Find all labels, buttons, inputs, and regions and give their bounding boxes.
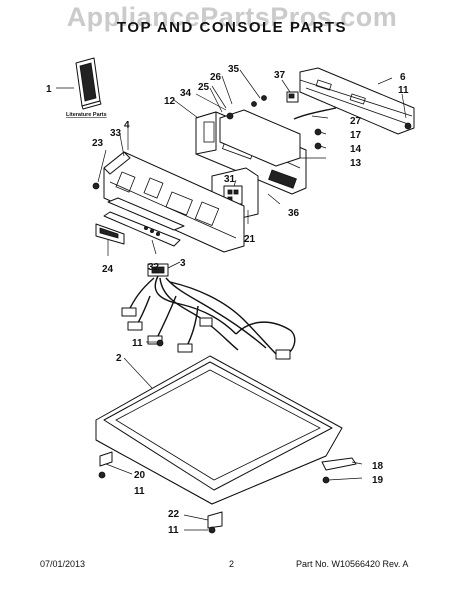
page-title: TOP AND CONSOLE PARTS <box>116 19 348 36</box>
callout-20: 20 <box>134 470 146 481</box>
callout-13: 13 <box>350 158 362 169</box>
callout-4: 4 <box>124 120 130 131</box>
top-hinges <box>99 451 357 529</box>
footer-part-number: Part No. W10566420 Rev. A <box>296 559 409 569</box>
callout-25: 25 <box>198 82 210 93</box>
console-front-panel <box>103 151 245 253</box>
callout-2: 2 <box>116 353 122 364</box>
callout-31: 31 <box>224 174 236 185</box>
literature-parts-label: Literature Parts <box>66 112 107 118</box>
harness-clip <box>286 91 299 103</box>
callout-14: 14 <box>350 144 362 155</box>
callout-17: 17 <box>350 130 362 141</box>
callout-11-hinge: 11 <box>134 486 145 497</box>
callout-33: 33 <box>110 128 122 139</box>
callout-18: 18 <box>372 461 384 472</box>
callout-35: 35 <box>228 64 240 75</box>
literature-booklet <box>75 57 102 110</box>
footer-date: 07/01/2013 <box>40 559 86 569</box>
screws <box>92 95 412 534</box>
callout-3: 3 <box>180 258 186 269</box>
callout-numbers: 1 2 3 4 25 6 11 11 11 11 12 13 14 17 18 … <box>46 64 409 536</box>
top-panel <box>95 355 343 505</box>
footer-page-number: 2 <box>229 559 235 569</box>
callout-21: 21 <box>244 234 256 245</box>
callout-24: 24 <box>102 264 114 275</box>
callout-37: 37 <box>274 70 286 81</box>
callout-11-bottom: 11 <box>168 525 179 536</box>
callout-36: 36 <box>288 208 300 219</box>
callout-23: 23 <box>92 138 104 149</box>
callout-11-harness: 11 <box>132 338 143 349</box>
watermark: AppliancePartsPros.com <box>66 2 398 32</box>
callout-6: 6 <box>400 72 406 83</box>
callout-11-top: 11 <box>398 85 409 96</box>
bezel <box>95 223 125 245</box>
callout-19: 19 <box>372 475 384 486</box>
main-wire-harness <box>121 263 296 360</box>
callout-32: 32 <box>148 262 160 273</box>
callout-27: 27 <box>350 116 362 127</box>
console-rear-panel <box>299 67 415 135</box>
callout-1: 1 <box>46 84 52 95</box>
console-overlay <box>103 197 185 247</box>
callout-34: 34 <box>180 88 192 99</box>
console-wire-harness <box>293 107 337 120</box>
callout-26: 26 <box>210 72 222 83</box>
leader-lines <box>56 69 407 531</box>
callout-22: 22 <box>168 509 180 520</box>
callout-12: 12 <box>164 96 176 107</box>
